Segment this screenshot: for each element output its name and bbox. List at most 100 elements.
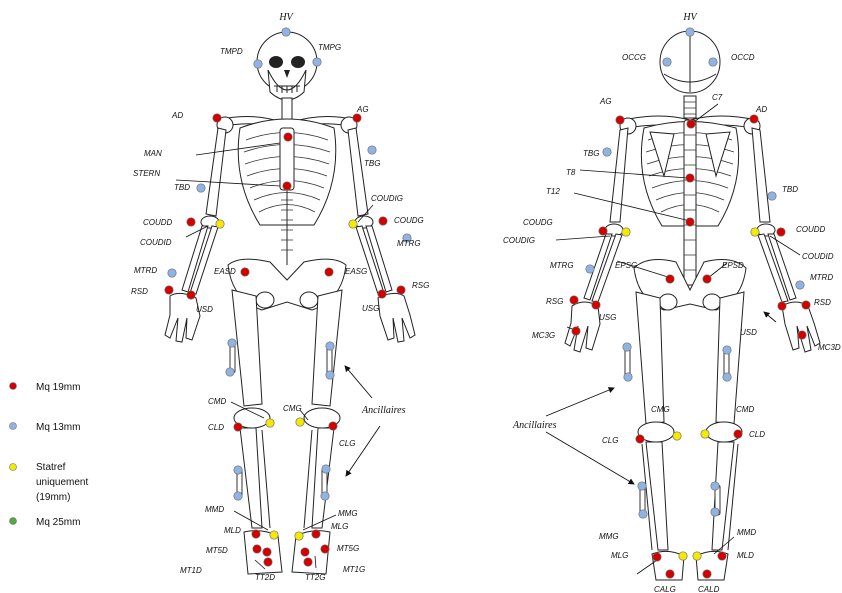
marker-coudg-back (599, 227, 607, 235)
label-usg-back: USG (599, 313, 616, 322)
marker-mtrd-front (168, 269, 176, 277)
marker-shank-g-bot (321, 492, 329, 500)
label-hv-back: HV (682, 12, 698, 23)
label-occd: OCCD (731, 53, 755, 62)
legend-item-mq13: Mq 13mm (10, 422, 81, 433)
label-ag-back: AG (599, 97, 612, 106)
label-mc3d: MC3D (818, 343, 841, 352)
marker-ad-back (750, 115, 758, 123)
marker-coudid-back (751, 228, 759, 236)
label-tmpg: TMPG (318, 43, 341, 52)
marker-tmpd (254, 60, 262, 68)
marker-coudd-front (187, 218, 195, 226)
legend-swatch-mq19 (10, 383, 17, 390)
marker-t12 (686, 218, 694, 226)
label-mtrd-front: MTRD (134, 266, 157, 275)
label-tt2g: TT2G (305, 573, 325, 582)
label-tt2d: TT2D (255, 573, 275, 582)
marker-cld-back (734, 430, 742, 438)
label-mtrg-front: MTRG (397, 239, 421, 248)
label-mtrg-back: MTRG (550, 261, 574, 270)
label-rsg-back: RSG (546, 297, 563, 306)
label-coudg-front: COUDG (394, 216, 424, 225)
marker-rsd-front (165, 286, 173, 294)
marker-usd-back (778, 302, 786, 310)
label-cmg-back: CMG (651, 405, 670, 414)
label-usg-front: USG (362, 304, 379, 313)
marker-mc3g (572, 327, 580, 335)
label-mt1g: MT1G (343, 565, 365, 574)
marker-usg-back (592, 301, 600, 309)
marker-shank-bg-bot (639, 510, 647, 518)
marker-mlg-front (312, 530, 320, 538)
label-occg: OCCG (622, 53, 646, 62)
marker-tt2g (304, 558, 312, 566)
marker-shank-g-top (322, 465, 330, 473)
label-usd-back: USD (740, 328, 757, 337)
label-mt5d: MT5D (206, 546, 228, 555)
marker-coudg-front (379, 217, 387, 225)
label-clg-back: CLG (602, 436, 618, 445)
marker-cmg-front (296, 418, 304, 426)
label-coudd-back: COUDD (796, 225, 826, 234)
label-cmd-front: CMD (208, 397, 226, 406)
label-ad-front: AD (171, 111, 183, 120)
legend-item-statref: Statref uniquement (19mm) (10, 462, 89, 503)
marker-mlg-back (653, 553, 661, 561)
marker-cmg-back (673, 432, 681, 440)
label-cld-back: CLD (749, 430, 765, 439)
label-easg: EASG (345, 267, 367, 276)
marker-rsg-front (397, 286, 405, 294)
label-man: MAN (144, 149, 162, 158)
label-tbd-front: TBD (174, 183, 190, 192)
label-coudig-back: COUDIG (503, 236, 535, 245)
label-cld-front: CLD (208, 423, 224, 432)
label-clg-front: CLG (339, 439, 355, 448)
label-mmd-back: MMD (737, 528, 756, 537)
marker-tt2d (264, 558, 272, 566)
label-tbg-front: TBG (364, 159, 380, 168)
marker-clg-front (329, 422, 337, 430)
marker-usd-front (187, 291, 195, 299)
marker-man (284, 133, 292, 141)
marker-cald (703, 570, 711, 578)
label-coudid-front: COUDID (140, 238, 172, 247)
label-mmg-front: MMG (338, 509, 358, 518)
label-mc3g: MC3G (532, 331, 555, 340)
front-skeleton (165, 32, 415, 574)
marker-tbd-back (768, 192, 776, 200)
marker-tbg-back (603, 148, 611, 156)
label-cald: CALD (698, 585, 720, 593)
label-mtrd-back: MTRD (810, 273, 833, 282)
label-coudd-front: COUDD (143, 218, 173, 227)
marker-shank-bd-top (711, 482, 719, 490)
marker-easd (241, 268, 249, 276)
marker-coudig-back (622, 228, 630, 236)
label-stern: STERN (133, 169, 160, 178)
legend-swatch-statref (10, 464, 17, 471)
legend: Mq 19mm Mq 13mm Statref uniquement (19mm… (10, 382, 89, 528)
label-usd-front: USD (196, 305, 213, 314)
marker-mt1g (301, 548, 309, 556)
legend-swatch-mq25 (10, 518, 17, 525)
legend-label-mq25: Mq 25mm (36, 517, 80, 528)
label-tbd-back: TBD (782, 185, 798, 194)
label-rsd-back: RSD (814, 298, 831, 307)
marker-usg-front (378, 290, 386, 298)
marker-thigh-bg-top (623, 343, 631, 351)
marker-shank-d-top (234, 466, 242, 474)
marker-ad-front (213, 114, 221, 122)
marker-calg (666, 570, 674, 578)
marker-thigh-bg-bot (624, 373, 632, 381)
label-tmpd: TMPD (220, 47, 243, 56)
marker-shank-bd-bot (711, 508, 719, 516)
marker-mt1d (263, 548, 271, 556)
marker-mc3d (798, 331, 806, 339)
marker-mld-front (252, 530, 260, 538)
marker-mt5d (253, 545, 261, 553)
label-calg: CALG (654, 585, 676, 593)
marker-thigh-bd-bot (723, 373, 731, 381)
label-mld-back: MLD (737, 551, 754, 560)
marker-epsg (666, 275, 674, 283)
label-ag-front: AG (356, 105, 369, 114)
